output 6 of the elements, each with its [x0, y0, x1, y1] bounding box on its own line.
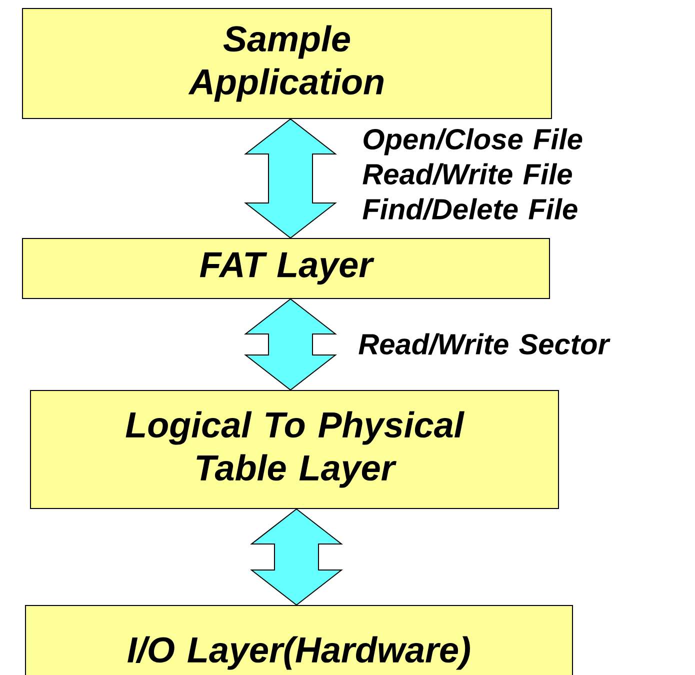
layer-box: Sample Application: [22, 8, 552, 119]
layer-box: Logical To Physical Table Layer: [30, 390, 559, 509]
layer-box: I/O Layer(Hardware): [25, 605, 573, 675]
layer-box: FAT Layer: [22, 238, 550, 299]
edge-label: Read/Write Sector: [358, 333, 610, 355]
edge-label: Open/Close File Read/Write File Find/Delete File: [362, 128, 582, 220]
